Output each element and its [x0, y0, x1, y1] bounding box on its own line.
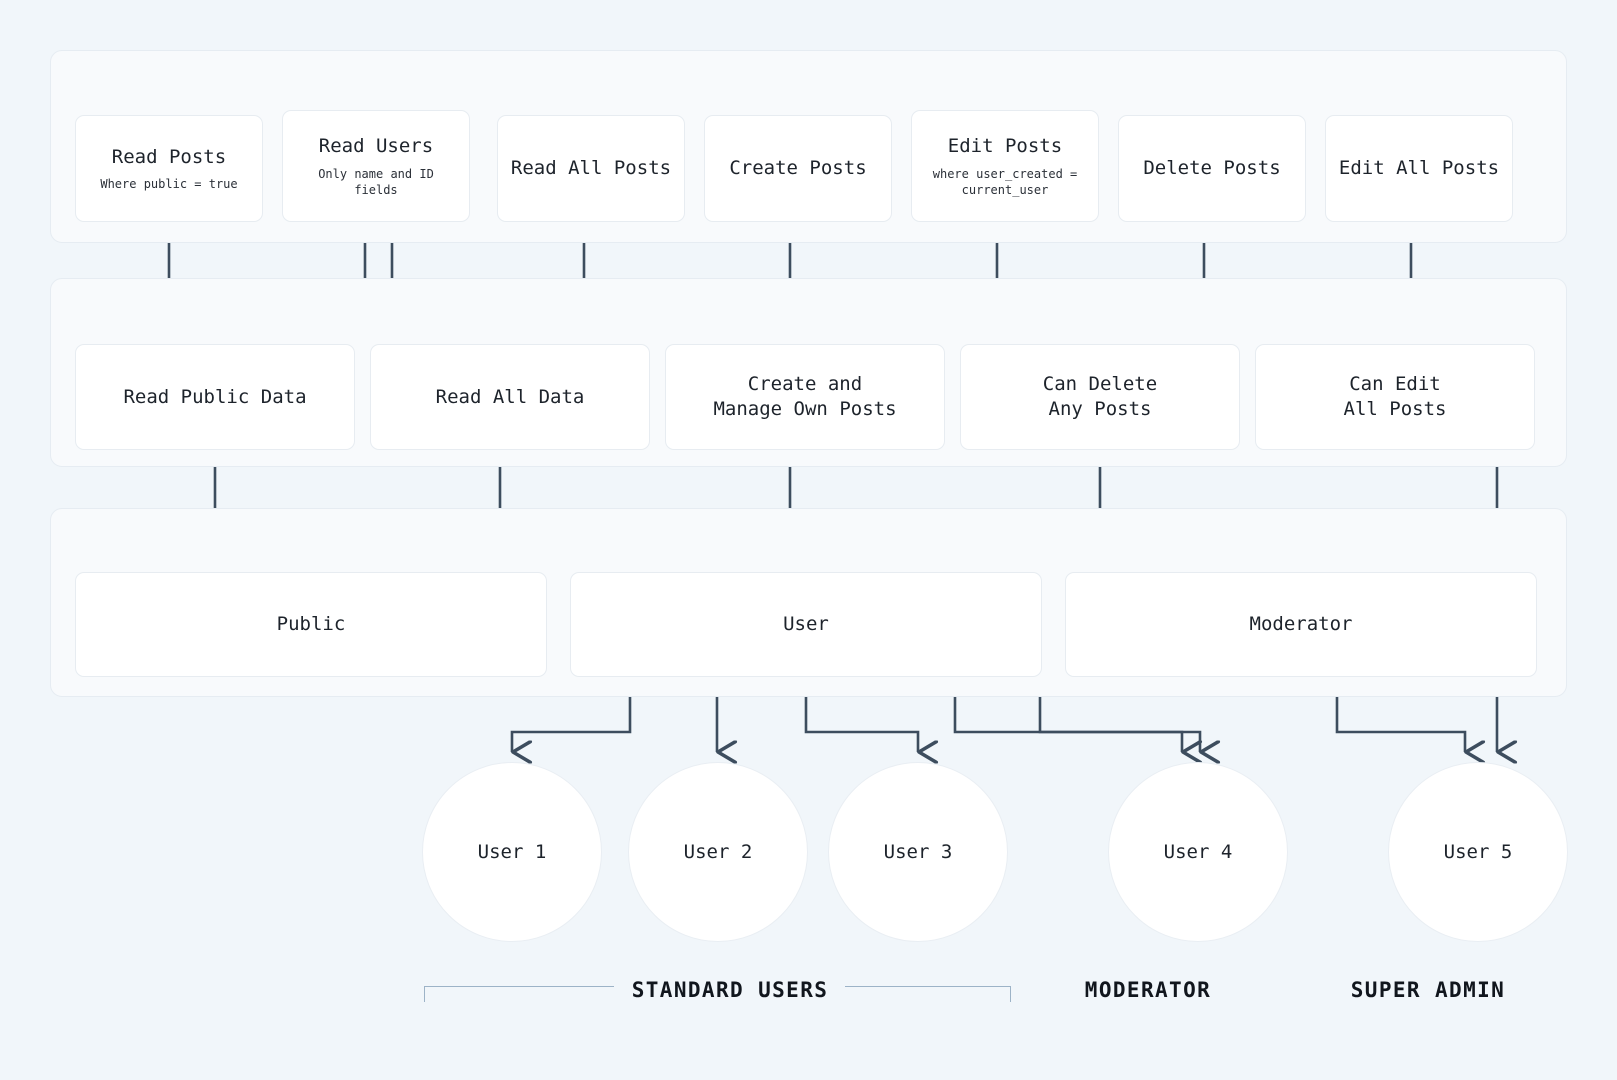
user-node-4[interactable]: User 4: [1108, 762, 1288, 942]
permission-card-read-posts[interactable]: Read Posts Where public = true: [75, 115, 263, 222]
permission-card-read-all-posts[interactable]: Read All Posts: [497, 115, 685, 222]
policy-title: Read All Data: [435, 385, 585, 408]
user-node-5[interactable]: User 5: [1388, 762, 1568, 942]
policy-title: Create and Manage Own Posts: [713, 373, 897, 420]
permission-title: Read Posts: [111, 145, 227, 168]
group-label-super-admin: SUPER ADMIN: [1350, 978, 1506, 1002]
user-label: User 5: [1443, 841, 1513, 863]
permission-title: Read All Posts: [510, 157, 672, 180]
user-label: User 3: [883, 841, 953, 863]
policy-card-read-public-data[interactable]: Read Public Data: [75, 344, 355, 450]
policy-card-can-delete-any-posts[interactable]: Can Delete Any Posts: [960, 344, 1240, 450]
user-node-2[interactable]: User 2: [628, 762, 808, 942]
permission-card-read-users[interactable]: Read Users Only name and ID fields: [282, 110, 470, 222]
standard-users-bracket-right: [845, 986, 1011, 1002]
permission-title: Edit All Posts: [1338, 157, 1500, 180]
user-node-1[interactable]: User 1: [422, 762, 602, 942]
policy-card-read-all-data[interactable]: Read All Data: [370, 344, 650, 450]
policy-title: Can Edit All Posts: [1343, 373, 1447, 420]
permission-detail: where user_created = current_user: [932, 166, 1078, 197]
permission-card-create-posts[interactable]: Create Posts: [704, 115, 892, 222]
role-card-public[interactable]: Public: [75, 572, 547, 677]
permission-title: Create Posts: [729, 157, 867, 180]
role-title: Public: [276, 613, 346, 636]
role-title: User: [783, 613, 829, 636]
permission-title: Read Users: [318, 134, 434, 157]
permission-card-delete-posts[interactable]: Delete Posts: [1118, 115, 1306, 222]
policy-card-can-edit-all-posts[interactable]: Can Edit All Posts: [1255, 344, 1535, 450]
policy-title: Can Delete Any Posts: [1042, 373, 1158, 420]
permission-title: Delete Posts: [1143, 157, 1281, 180]
role-card-user[interactable]: User: [570, 572, 1042, 677]
permission-card-edit-all-posts[interactable]: Edit All Posts: [1325, 115, 1513, 222]
permission-detail: Where public = true: [100, 177, 238, 192]
standard-users-bracket-left: [424, 986, 614, 1002]
user-label: User 4: [1163, 841, 1233, 863]
role-card-moderator[interactable]: Moderator: [1065, 572, 1537, 677]
user-node-3[interactable]: User 3: [828, 762, 1008, 942]
permission-card-edit-posts[interactable]: Edit Posts where user_created = current_…: [911, 110, 1099, 222]
role-title: Moderator: [1249, 613, 1353, 636]
user-label: User 2: [683, 841, 753, 863]
policy-card-create-manage-own-posts[interactable]: Create and Manage Own Posts: [665, 344, 945, 450]
group-label-standard-users: STANDARD USERS: [631, 978, 829, 1002]
user-label: User 1: [477, 841, 547, 863]
permission-detail: Only name and ID fields: [318, 166, 434, 197]
permission-title: Edit Posts: [947, 134, 1063, 157]
policy-title: Read Public Data: [123, 385, 307, 408]
group-label-moderator: MODERATOR: [1084, 978, 1212, 1002]
